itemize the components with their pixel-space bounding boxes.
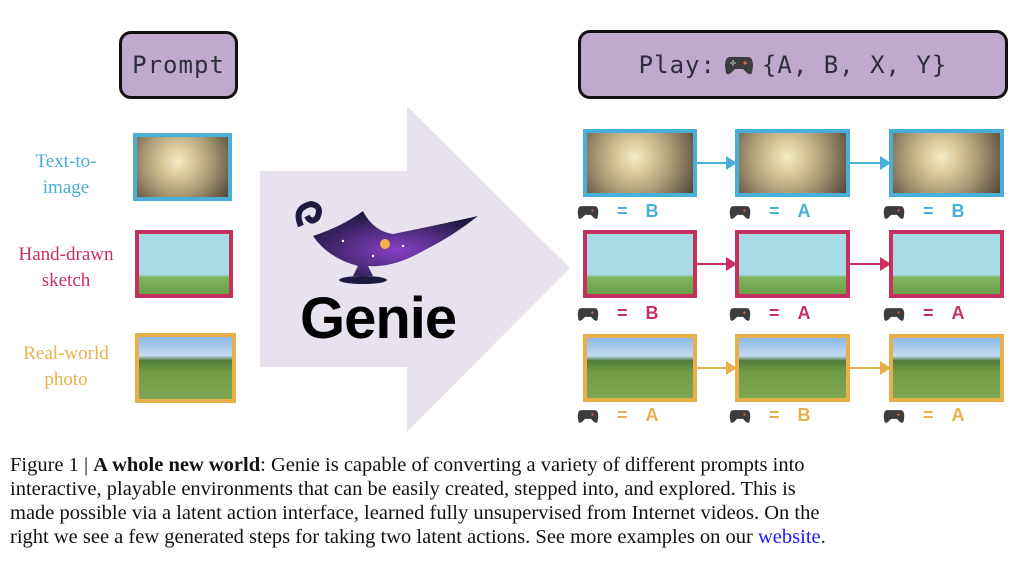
equals-sign: = [923,303,934,323]
prompt-image-photo [135,333,236,403]
generated-frame [735,334,850,402]
gamepad-icon [724,56,753,74]
action-value: B [645,201,659,221]
play-header-actions: {A, B, X, Y} [761,50,948,79]
label-line: Hand-drawn [18,244,114,265]
gamepad-icon [729,307,751,321]
play-header-label: Play: [638,50,716,79]
action-label: =A [883,303,965,324]
gamepad-icon [577,307,599,321]
generated-frame [889,334,1004,402]
action-label: =A [883,405,965,426]
step-arrow [697,257,737,271]
equals-sign: = [617,405,628,425]
caption-line: right we see a few generated steps for t… [10,525,1013,549]
prompt-image-sketch [135,230,233,298]
genie-title: Genie [300,286,457,351]
caption-text: . [820,526,826,548]
gamepad-icon [883,205,905,219]
caption-text: : Genie is capable of converting a varie… [260,454,805,476]
label-line: sketch [41,270,91,291]
generated-frame [583,230,697,298]
action-label: =B [883,201,965,222]
generated-frame [889,230,1004,298]
caption-line: interactive, playable environments that … [10,478,796,500]
gamepad-icon [577,409,599,423]
figure-title: A whole new world [93,454,261,476]
action-label: =A [577,405,659,426]
play-header: Play: {A, B, X, Y} [578,30,1008,99]
action-value: A [797,303,811,323]
action-value: A [951,303,965,323]
step-arrow [850,257,891,271]
magic-lamp-icon [295,200,478,284]
gamepad-icon [577,205,599,219]
big-arrow-shape [260,106,570,432]
step-arrow [697,156,737,170]
label-line: image [42,177,90,198]
figure-number: Figure 1 | [10,454,89,476]
gamepad-icon [729,409,751,423]
action-label: =B [729,405,811,426]
source-label-hand-drawn: Hand-drawn sketch [6,242,126,294]
step-arrow [850,156,891,170]
generated-frame [583,334,697,402]
action-label: =A [729,303,811,324]
label-line: photo [44,369,88,390]
equals-sign: = [769,201,780,221]
step-arrow [697,361,737,375]
prompt-header-label: Prompt [132,51,225,79]
action-value: B [797,405,811,425]
action-value: B [951,201,965,221]
generated-frame [889,129,1004,197]
generated-frame [735,129,850,197]
action-value: A [797,201,811,221]
equals-sign: = [923,201,934,221]
action-value: B [645,303,659,323]
equals-sign: = [923,405,934,425]
action-label: =B [577,303,659,324]
caption-line: made possible via a latent action interf… [10,502,820,524]
label-line: Real-world [23,343,109,364]
gamepad-icon [883,307,905,321]
equals-sign: = [617,303,628,323]
step-arrow [850,361,891,375]
action-value: A [645,405,659,425]
prompt-header: Prompt [119,31,238,99]
website-link[interactable]: website [758,526,821,548]
equals-sign: = [617,201,628,221]
action-label: =B [577,201,659,222]
caption-line: Figure 1 | A whole new world: Genie is c… [10,453,1013,477]
gamepad-icon [729,205,751,219]
gamepad-icon [883,409,905,423]
action-label: =A [729,201,811,222]
generated-frame [735,230,850,298]
equals-sign: = [769,303,780,323]
prompt-image-text-to-image [133,133,232,201]
figure-caption: Figure 1 | A whole new world: Genie is c… [10,453,1013,549]
caption-text: right we see a few generated steps for t… [10,526,753,548]
action-value: A [951,405,965,425]
source-label-text-to-image: Text-to-image [6,149,126,201]
equals-sign: = [769,405,780,425]
generated-frame [583,129,697,197]
source-label-real-world: Real-world photo [6,341,126,393]
label-line: Text-to- [35,151,97,172]
